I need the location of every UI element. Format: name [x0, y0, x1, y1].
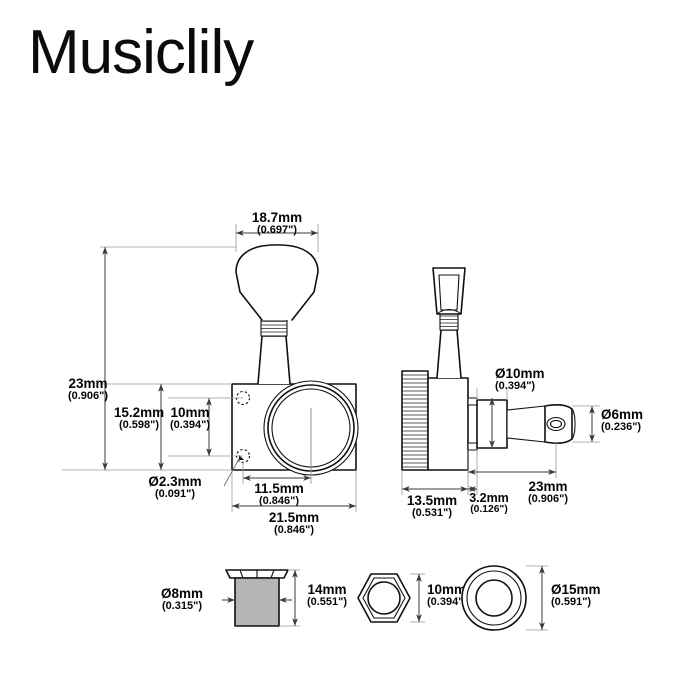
washer-outer-fill [462, 566, 526, 630]
front-stem-fill [258, 336, 290, 384]
side-button [432, 267, 466, 315]
dim-plate-width-inch: (0.846") [274, 524, 314, 536]
dim-post-dia: Ø6mm (0.236") [589, 405, 643, 443]
dim-bushing-shaft-dia: Ø8mm (0.315") [161, 586, 292, 612]
hex-nut-outer [357, 573, 411, 623]
hex-nut-chamfer [362, 577, 406, 619]
brand-logo: Musiclily [28, 18, 254, 87]
dim-body-depth-mm: 13.5mm [407, 493, 457, 508]
dim-post-length-mm: 23mm [528, 479, 567, 494]
dim-body-depth-inch: (0.531") [412, 507, 452, 519]
dim-hole-to-center-inch: (0.846") [259, 495, 299, 507]
dim-plate-thickness: 3.2mm (0.126") [467, 486, 509, 515]
side-stem-fill [437, 330, 461, 378]
dim-screw-spacing-inch: (0.394") [170, 419, 210, 431]
dim-plate-width: 21.5mm (0.846") [231, 503, 357, 536]
side-gear-knurl [401, 374, 429, 468]
front-button [235, 244, 319, 321]
hex-nut-bore [367, 581, 401, 615]
front-neck-fill [261, 320, 287, 336]
dim-bushing-hole-mm: Ø10mm [495, 366, 545, 381]
dim-bushing-shaft-inch: (0.315") [162, 600, 202, 612]
side-post-cap [571, 408, 576, 440]
bushing-shaft-fill [235, 578, 279, 626]
washer-chamfer [466, 570, 522, 626]
side-button-base-curve [436, 308, 462, 315]
side-body-fill [428, 378, 468, 470]
dim-nut-mm: 10mm [427, 582, 466, 597]
dim-plate-to-top-inch: (0.598") [119, 419, 159, 431]
dim-bushing-height: 14mm (0.551") [292, 569, 347, 627]
dim-post-dia-inch: (0.236") [601, 421, 641, 433]
dim-plate-to-top: 15.2mm (0.598") [114, 383, 164, 471]
dim-bushing-hole-inch: (0.394") [495, 380, 535, 392]
dim-bushing-height-inch: (0.551") [307, 596, 347, 608]
dim-total-height-mm: 23mm [68, 376, 107, 391]
dim-screw-spacing: 10mm (0.394") [170, 397, 212, 457]
dim-total-height-inch: (0.906") [68, 390, 108, 402]
dim-button-width: 18.7mm (0.697") [235, 210, 319, 236]
dim-body-depth: 13.5mm (0.531") [401, 486, 469, 519]
dim-screw-hole-dia-mm: Ø2.3mm [148, 474, 201, 489]
dim-plate-to-top-mm: 15.2mm [114, 405, 164, 420]
side-view: Ø10mm (0.394") Ø6mm (0.236") 13.5mm (0.5… [401, 267, 643, 519]
dim-button-width-inch: (0.697") [257, 224, 297, 236]
bushing-flange [225, 569, 289, 579]
bushing-flange-seg-1 [239, 569, 244, 579]
dim-nut-inch: (0.394") [427, 596, 467, 608]
dim-plate-thickness-mm: 3.2mm [469, 491, 509, 505]
dim-post-dia-mm: Ø6mm [601, 407, 643, 422]
side-gear-wheel-fill [402, 371, 428, 470]
dim-washer-inch: (0.591") [551, 596, 591, 608]
side-string-hole-outer [546, 416, 566, 432]
dim-screw-hole-leader [223, 458, 240, 487]
dim-total-height: 23mm (0.906") [68, 246, 108, 471]
dim-bushing-hole-dia: Ø10mm (0.394") [489, 366, 545, 449]
front-view: 18.7mm (0.697") 23mm (0.906") 15.2mm (0.… [62, 210, 359, 536]
dim-screw-spacing-mm: 10mm [170, 405, 209, 420]
washer-bore [475, 579, 513, 617]
dim-washer-mm: Ø15mm [551, 582, 601, 597]
washer-outer [461, 565, 527, 631]
side-neck-fill [440, 314, 458, 330]
hex-nut-part: 10mm (0.394") [357, 573, 467, 623]
dim-bushing-shaft-mm: Ø8mm [161, 586, 203, 601]
side-post-head-fill [545, 404, 572, 444]
dim-screw-hole-dia: Ø2.3mm (0.091") [148, 458, 240, 500]
side-tab-bottom-fill [468, 443, 477, 450]
dim-bushing-height-mm: 14mm [307, 582, 346, 597]
dim-hole-to-center-mm: 11.5mm [254, 481, 304, 496]
bushing-part: Ø8mm (0.315") 14mm (0.551") [161, 569, 347, 627]
dim-screw-hole-dia-inch: (0.091") [155, 488, 195, 500]
dim-post-length: 23mm (0.906") [467, 469, 568, 505]
side-post-fill [507, 406, 545, 442]
dim-plate-width-mm: 21.5mm [269, 510, 319, 525]
dim-button-width-mm: 18.7mm [252, 210, 302, 225]
dim-hole-to-center: 11.5mm (0.846") [242, 475, 312, 507]
dim-post-length-inch: (0.906") [528, 493, 568, 505]
front-button-fill [236, 244, 318, 320]
side-tab-top-fill [468, 398, 477, 405]
dim-nut-across-flats: 10mm (0.394") [416, 573, 467, 623]
side-string-hole-inner [549, 419, 563, 429]
bushing-flange-seg-3 [270, 569, 275, 579]
dim-plate-thickness-inch: (0.126") [470, 504, 508, 515]
hex-nut-outer-fill [358, 574, 410, 622]
washer-part: Ø15mm (0.591") [461, 565, 601, 631]
dim-washer-outer-dia: Ø15mm (0.591") [539, 565, 601, 631]
